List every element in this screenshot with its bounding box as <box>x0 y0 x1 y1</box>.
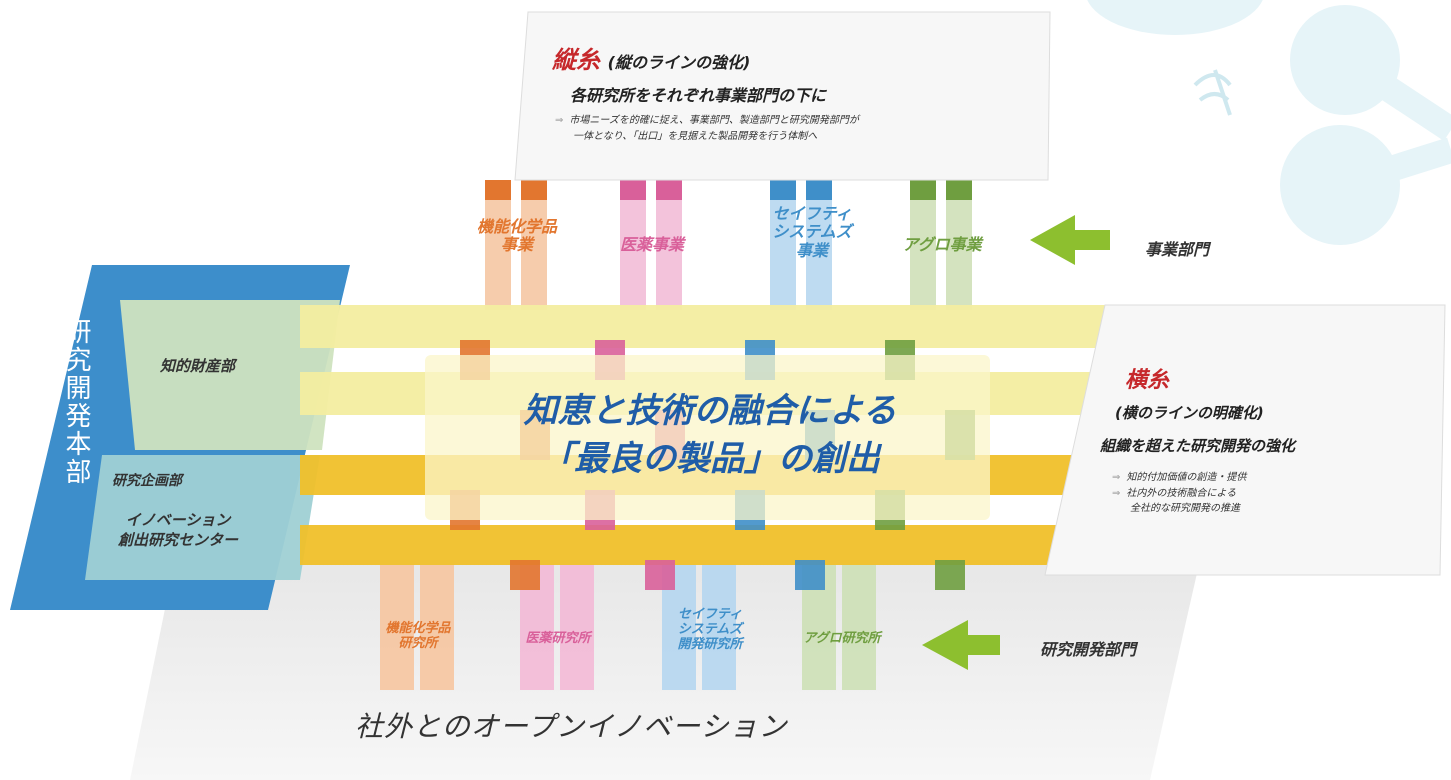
vertical-thread-card <box>514 11 1051 181</box>
warp-strip-lower <box>560 565 594 690</box>
research-lab-caption-3: アグロ研究所 <box>803 631 881 646</box>
warp-strip-upper <box>910 200 936 310</box>
horizontal-thread-subtitle: 組織を超えた研究開発の強化 <box>1100 437 1296 455</box>
warp-strip-crossing <box>645 560 675 590</box>
business-division-caption-2: セイフティシステムズ事業 <box>772 204 852 260</box>
center-highlight <box>425 355 990 520</box>
horizontal-thread-card <box>1044 304 1446 576</box>
warp-strip-head <box>521 180 547 200</box>
warp-strip-upper <box>656 200 682 310</box>
warp-strip-lower <box>420 565 454 690</box>
hq-title: 研究開発本部 <box>61 318 91 486</box>
dept-panel-ip <box>120 300 340 450</box>
dept-planning: 研究企画部 <box>112 473 182 489</box>
center-headline: 知恵と技術の融合による 「最良の製品」の創出 <box>523 391 897 479</box>
business-division-caption-3: アグロ事業 <box>902 235 982 254</box>
dept-innovation-center: イノベーション 創出研究センター <box>118 511 239 550</box>
dept-panel-planning <box>85 455 320 580</box>
warp-strip-lower <box>842 565 876 690</box>
warp-strip-upper <box>770 200 796 310</box>
weft-strip <box>300 305 1115 348</box>
warp-strips <box>380 180 972 690</box>
warp-strip-upper <box>485 200 511 310</box>
warp-strip-head <box>656 180 682 200</box>
research-division-label: 研究開発部門 <box>1040 640 1137 659</box>
warp-strip-crossing <box>510 560 540 590</box>
warp-strip-upper <box>806 200 832 310</box>
horizontal-thread-note: ⇒知的付加価値の創造・提供 ⇒社内外の技術融合による 全社的な研究開発の推進 <box>1112 472 1247 514</box>
warp-strip-crossing <box>795 560 825 590</box>
arrow-icon <box>1030 215 1110 265</box>
business-division-caption-0: 機能化学品事業 <box>476 217 557 255</box>
warp-strip-upper <box>620 200 646 310</box>
warp-strip-head <box>770 180 796 200</box>
vertical-thread-subtitle: 各研究所をそれぞれ事業部門の下に <box>570 86 827 105</box>
horizontal-thread-paren: (横のラインの明確化) <box>1115 404 1264 422</box>
warp-strip-head <box>910 180 936 200</box>
warp-strip-head <box>806 180 832 200</box>
research-lab-caption-1: 医薬研究所 <box>525 631 591 646</box>
dept-ip: 知的財産部 <box>160 357 236 375</box>
warp-strip-lower <box>380 565 414 690</box>
warp-strip-head <box>946 180 972 200</box>
business-division-caption-1: 医薬事業 <box>619 235 684 254</box>
business-division-label: 事業部門 <box>1145 240 1210 259</box>
vertical-thread-note: ⇒市場ニーズを的確に捉え、事業部門、製造部門と研究開発部門が 一体となり、「出口… <box>555 115 859 142</box>
vertical-thread-title: 縦糸 (縦のラインの強化) <box>552 46 751 74</box>
decorative-molecule-icon <box>1087 0 1451 245</box>
research-lab-caption-0: 機能化学品研究所 <box>385 621 451 651</box>
research-lab-caption-2: セイフティシステムズ開発研究所 <box>677 607 743 652</box>
warp-strip-upper <box>521 200 547 310</box>
warp-strip-head <box>485 180 511 200</box>
horizontal-thread-title: 横糸 <box>1125 368 1170 393</box>
arrow-icon <box>922 620 1000 670</box>
warp-strip-upper <box>946 200 972 310</box>
warp-strip-head <box>620 180 646 200</box>
weft-strip <box>300 525 1115 565</box>
warp-strip-lower <box>702 565 736 690</box>
warp-strip-crossing <box>935 560 965 590</box>
open-innovation-label: 社外とのオープンイノベーション <box>355 710 788 743</box>
